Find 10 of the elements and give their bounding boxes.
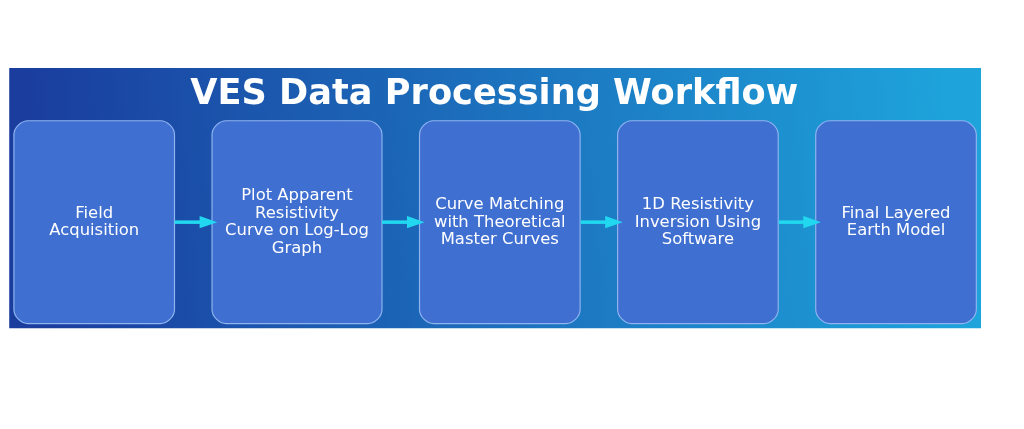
diagram-title: VES Data Processing Workflow [190, 70, 799, 112]
node-box: 1D Resistivity Inversion Using Software [617, 119, 779, 324]
arrow [382, 215, 425, 228]
node-box: Field Acquisition [13, 119, 176, 324]
node-box: Final Layered Earth Model [815, 119, 977, 324]
arrow [778, 215, 821, 228]
arrow [580, 215, 623, 228]
node-box: Plot Apparent Resistivity Curve on Log-Log Graph [211, 119, 383, 324]
arrow [174, 215, 218, 228]
node-box: Curve Matching with Theoretical Master Curves [418, 119, 581, 324]
